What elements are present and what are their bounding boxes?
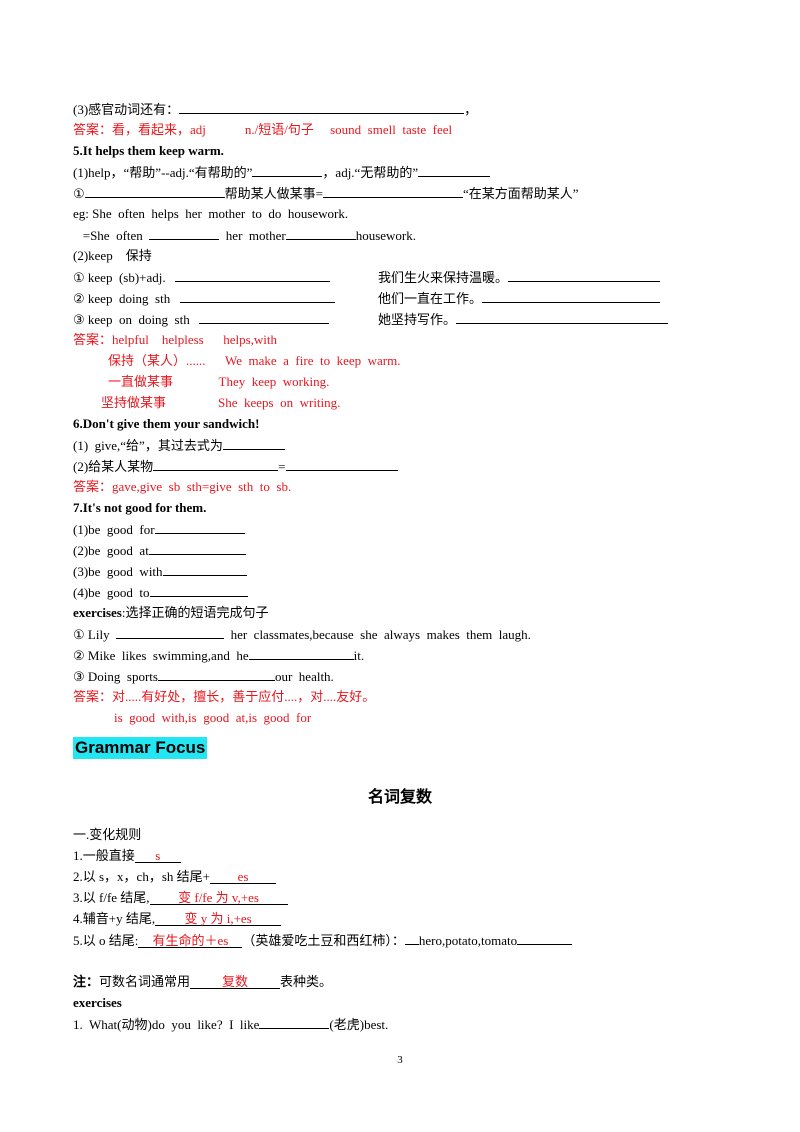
rules-heading: 一.变化规则 (73, 827, 142, 842)
rule-4: 4.辅音+y 结尾,变 y 为 i,+es (73, 910, 282, 928)
exercises-label: exercises (73, 995, 122, 1010)
s3-line: (3)感官动词还有：， (73, 102, 478, 117)
s5-k3: ③ keep on doing sth (73, 310, 330, 329)
s7-exercises: exercises:选择正确的短语完成句子 (73, 605, 269, 620)
s7-title: 7.It's not good for them. (73, 500, 207, 515)
s7-phrase-1: (1)be good for (73, 520, 245, 539)
s7-answer-2: is good with,is good at,is good for (114, 710, 312, 725)
s5-answer-4: 坚持做某事 She keeps on writing. (101, 395, 341, 410)
s5-line1: (1)help，“帮助”--adj.“有帮助的”，adj.“无帮助的” (73, 163, 491, 182)
s6-line2: (2)给某人某物= (73, 457, 398, 476)
s5-k1-cn: 我们生火来保持温暖。 (378, 268, 661, 287)
s5-k2-cn: 他们一直在工作。 (378, 289, 661, 308)
s5-k1: ① keep (sb)+adj. (73, 268, 331, 287)
s7-answer-1: 答案：对.....有好处，擅长，善于应付....，对....友好。 (73, 689, 376, 704)
s5-answer-2: 保持（某人）...... We make a fire to keep warm… (108, 353, 401, 368)
s7-phrase-2: (2)be good at (73, 541, 246, 560)
s5-title: 5.It helps them keep warm. (73, 143, 224, 158)
s5-answer-3: 一直做某事 They keep working. (108, 374, 330, 389)
question-1: 1. What(动物)do you like? I like(老虎)best. (73, 1017, 389, 1032)
plural-title: 名词复数 (367, 789, 432, 806)
s5-k3-cn: 她坚持写作。 (378, 310, 669, 329)
page-number: 3 (397, 1054, 403, 1066)
note: 注：可数名词通常用复数表种类。 (73, 974, 333, 989)
rule-2: 2.以 s，x，ch，sh 结尾+es (73, 868, 276, 886)
s7-phrase-4: (4)be good to (73, 583, 248, 602)
s3-answer: 答案：看，看起来，adj n./短语/句子 sound smell taste … (73, 122, 453, 137)
s5-keep: (2)keep 保持 (73, 248, 152, 263)
s5-example: eg: She often helps her mother to do hou… (73, 206, 349, 221)
rule-5: 5.以 o 结尾:有生命的＋es（英雄爱吃土豆和西红柿）：hero,potato… (73, 931, 573, 950)
s7-exercise-1: ① Lily her classmates,because she always… (73, 627, 531, 642)
s6-answer: 答案：gave,give sb sth=give sth to sb. (73, 479, 292, 494)
s5-k2: ② keep doing sth (73, 289, 335, 308)
s6-title: 6.Don't give them your sandwich! (73, 416, 260, 431)
rule-3: 3.以 f/fe 结尾,变 f/fe 为 v,+es (73, 889, 288, 907)
s7-phrase-3: (3)be good with (73, 562, 247, 581)
grammar-focus-heading: Grammar Focus (73, 737, 208, 759)
s6-line1: (1) give,“给”，其过去式为 (73, 436, 285, 455)
s5-answer-1: 答案：helpful helpless helps,with (73, 332, 278, 347)
